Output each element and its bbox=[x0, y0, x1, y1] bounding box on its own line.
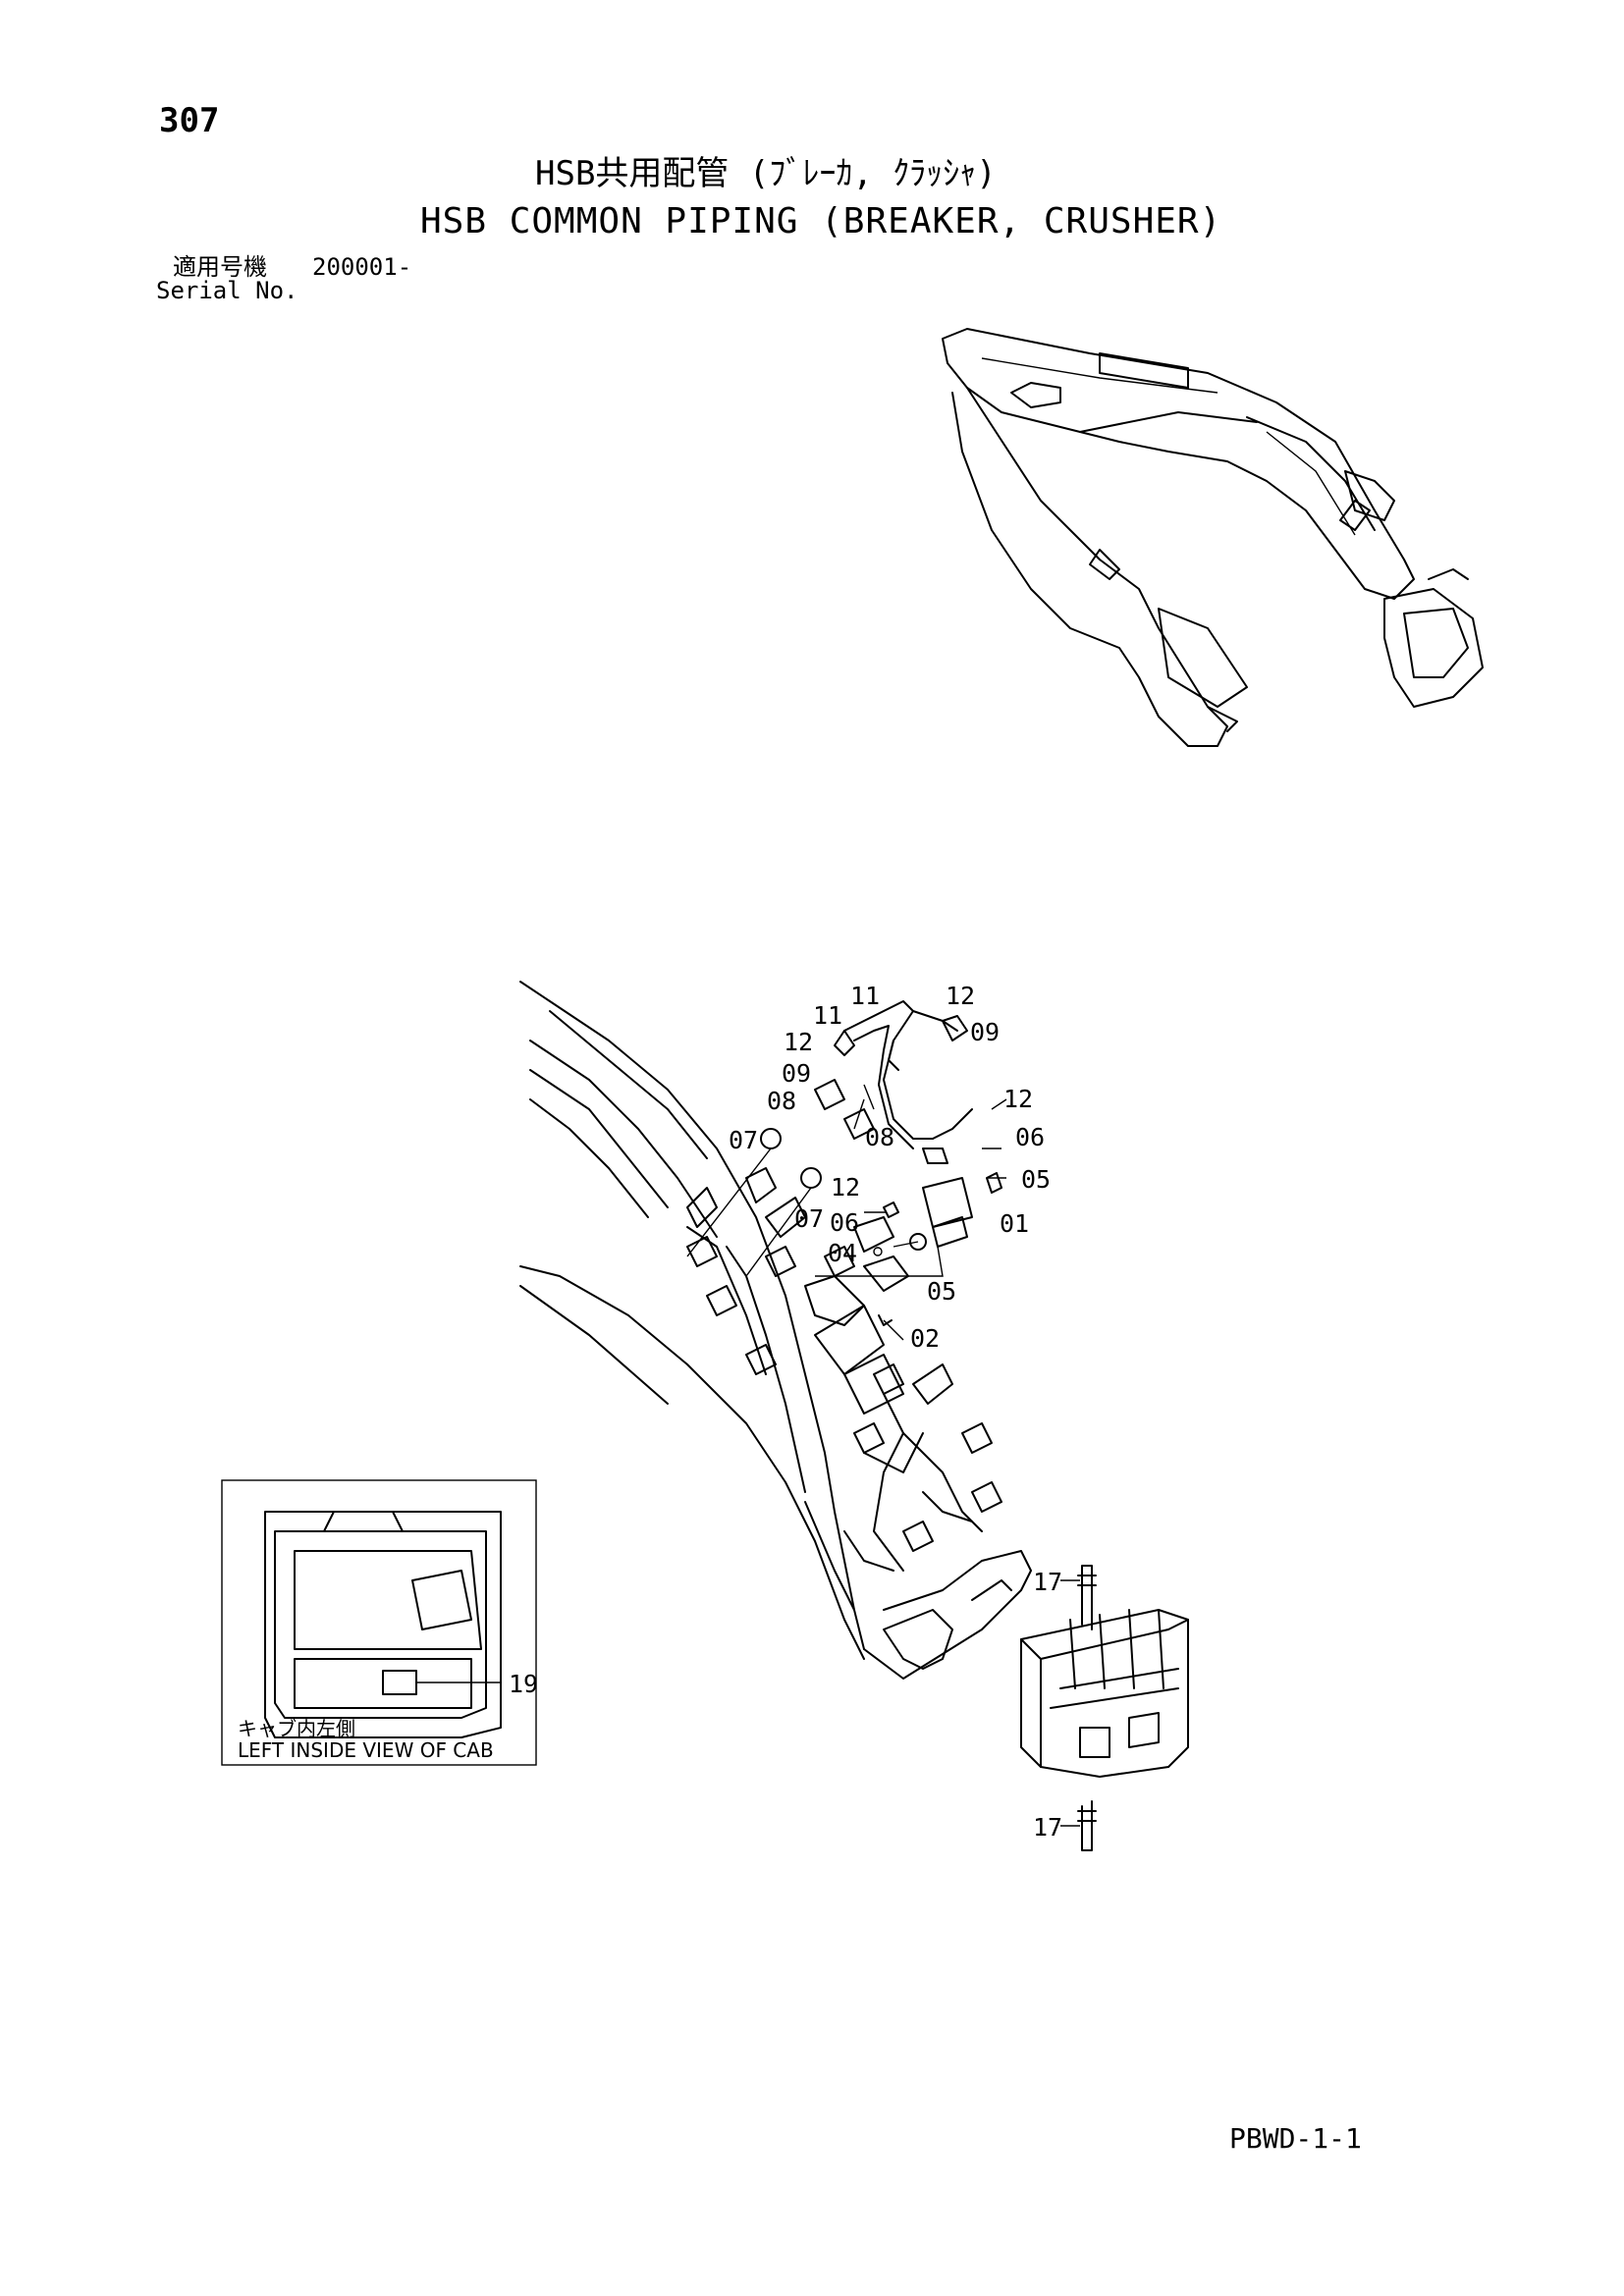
part-label: 11 bbox=[850, 982, 880, 1010]
part-label: 07 bbox=[794, 1204, 824, 1233]
part-label: 08 bbox=[767, 1087, 796, 1115]
part-callouts: 11 12 11 09 12 09 08 12 06 07 08 05 12 0… bbox=[238, 982, 1062, 1842]
control-valve-drawing bbox=[1020, 1565, 1189, 1851]
title-japanese: HSB共用配管 (ﾌﾞﾚｰｶ, ｸﾗｯｼｬ) bbox=[535, 154, 997, 193]
part-label: 12 bbox=[946, 982, 975, 1010]
serial-label-english: Serial No. bbox=[156, 277, 298, 304]
part-label: 06 bbox=[1015, 1123, 1045, 1151]
inset-caption-english: LEFT INSIDE VIEW OF CAB bbox=[238, 1738, 494, 1762]
serial-value: 200001- bbox=[312, 253, 412, 281]
document-code: PBWD-1-1 bbox=[1229, 2122, 1362, 2155]
part-label: 05 bbox=[1021, 1165, 1051, 1194]
part-label: 04 bbox=[828, 1239, 857, 1267]
part-label: 08 bbox=[865, 1123, 894, 1151]
serial-label-japanese: 適用号機 bbox=[173, 253, 267, 281]
arm-piping-drawing bbox=[519, 981, 1032, 1680]
part-label: 06 bbox=[830, 1208, 859, 1237]
part-label: 17 bbox=[1033, 1813, 1062, 1842]
part-label: 12 bbox=[1003, 1085, 1033, 1113]
page-number: 307 bbox=[159, 101, 220, 140]
part-label: 12 bbox=[784, 1028, 813, 1056]
part-label: 11 bbox=[813, 1001, 842, 1030]
part-label: 12 bbox=[831, 1173, 860, 1201]
part-label: 05 bbox=[927, 1277, 956, 1306]
part-label: 09 bbox=[970, 1018, 1000, 1046]
part-label: 09 bbox=[782, 1059, 811, 1088]
inset-callout: 19 bbox=[509, 1670, 538, 1698]
overview-boom-drawing bbox=[942, 328, 1484, 747]
cab-inset bbox=[221, 1479, 537, 1766]
part-label: 01 bbox=[1000, 1209, 1029, 1238]
inset-caption-japanese: キャブ内左側 bbox=[238, 1717, 355, 1740]
title-english: HSB COMMON PIPING (BREAKER, CRUSHER) bbox=[420, 201, 1222, 241]
part-label: 07 bbox=[729, 1126, 758, 1154]
part-label: 17 bbox=[1033, 1568, 1062, 1596]
part-label: 02 bbox=[910, 1324, 940, 1353]
